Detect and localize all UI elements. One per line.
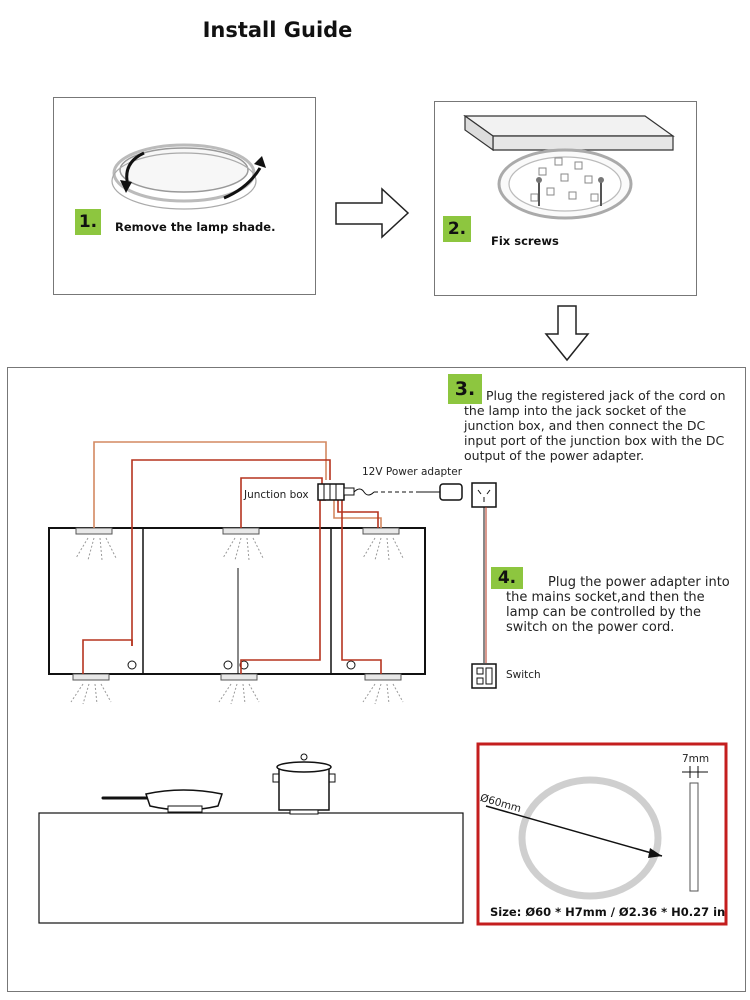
- junction-box-label: Junction box: [244, 489, 309, 501]
- switch-icon: [471, 663, 497, 689]
- step-3-badge: 3.: [448, 374, 482, 404]
- lamp-ring: [518, 776, 662, 900]
- step-2-text: Fix screws: [491, 234, 559, 248]
- power-adapter-label: 12V Power adapter: [362, 466, 463, 478]
- step-4-badge: 4.: [491, 567, 523, 589]
- arrow-right-icon: [335, 187, 410, 239]
- switch-label: Switch: [506, 669, 541, 681]
- cabinet: [48, 527, 426, 675]
- step-1-panel: 1. Remove the lamp shade.: [53, 97, 316, 295]
- diameter-line: [485, 805, 663, 857]
- pot-icon: [272, 753, 336, 815]
- junction-box: [317, 483, 345, 501]
- wiring-panel: 3. Plug the registered jack of the cord …: [7, 367, 746, 992]
- power-plug-icon: [420, 483, 463, 501]
- wiring-diagram: [38, 441, 728, 926]
- page-title: Install Guide: [202, 18, 353, 42]
- size-caption: Size: Ø60 * H7mm / Ø2.36 * H0.27 in: [490, 905, 726, 919]
- thickness-bar: [689, 782, 699, 892]
- frying-pan-icon: [101, 789, 223, 813]
- ceiling-mount-illustration: [463, 114, 675, 220]
- arrow-down-icon: [544, 305, 590, 362]
- step-1-text: Remove the lamp shade.: [115, 220, 276, 234]
- step-2-badge: 2.: [443, 216, 471, 242]
- step-3-text: Plug the registered jack of the cord on …: [464, 388, 726, 463]
- step-1-badge: 1.: [75, 209, 101, 235]
- counter: [38, 812, 464, 924]
- step-2-panel: 2. Fix screws: [434, 101, 697, 296]
- step-4-text: Plug the power adapter into the mains so…: [506, 575, 730, 635]
- rotate-arrow-icon: [120, 151, 266, 200]
- thickness-label: 7mm: [682, 753, 710, 765]
- lamp-shade-illustration: [111, 143, 266, 210]
- wall-socket-icon: [471, 482, 497, 508]
